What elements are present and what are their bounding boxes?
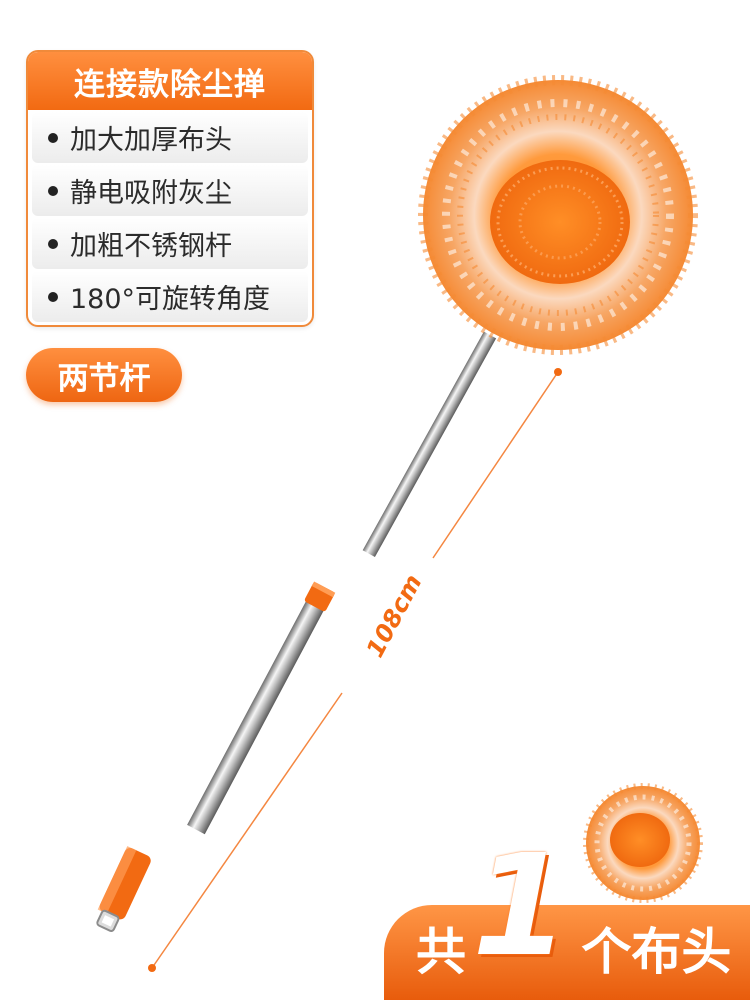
telescopic-pole (96, 331, 497, 932)
feature-item: 加大加厚布头 (32, 112, 308, 163)
banner-prefix: 共 (416, 923, 466, 981)
rods-badge: 两节杆 (26, 348, 182, 402)
feature-label: 加大加厚布头 (70, 125, 232, 156)
rod-joint (304, 581, 336, 612)
bullet-icon (48, 132, 58, 143)
feature-item: 180°可旋转角度 (32, 271, 308, 322)
feature-label: 静电吸附灰尘 (70, 178, 232, 209)
feature-card: 连接款除尘掸 加大加厚布头 静电吸附灰尘 加粗不锈钢杆 180°可旋转角度 (26, 50, 314, 327)
spare-duster-head (583, 783, 703, 903)
chenille-core (490, 160, 630, 284)
banner-suffix: 个布头 (581, 923, 732, 981)
banner-count: 1 (472, 825, 570, 988)
feature-item: 静电吸附灰尘 (32, 165, 308, 216)
feature-label: 加粗不锈钢杆 (70, 231, 232, 262)
handle-grip (96, 846, 151, 932)
card-title: 连接款除尘掸 (28, 52, 312, 110)
banner-text: 共 1 个布头 (416, 837, 732, 1000)
feature-item: 加粗不锈钢杆 (32, 218, 308, 269)
feature-label: 180°可旋转角度 (70, 284, 271, 315)
dimension-line (148, 368, 562, 972)
bullet-icon (48, 238, 58, 249)
feature-list: 加大加厚布头 静电吸附灰尘 加粗不锈钢杆 180°可旋转角度 (28, 112, 312, 322)
banner (384, 905, 750, 1000)
duster-head (418, 75, 698, 355)
bullet-icon (48, 185, 58, 196)
bullet-icon (48, 291, 58, 302)
